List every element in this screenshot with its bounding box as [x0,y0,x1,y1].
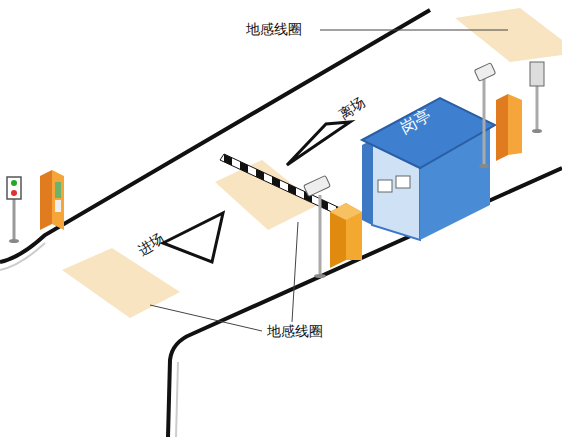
barrier-arm [220,154,340,214]
annotation-label: 进场 [135,230,168,259]
annotation-label: 离场 [336,94,369,123]
entry-arrow [163,213,223,262]
exit-arrow [287,122,350,165]
road-edge [0,10,430,262]
annotation-label: 地感线圈 [244,21,304,38]
booth-roof [362,98,495,168]
ground-loop [455,8,562,62]
annotation-label: 地感线圈 [265,323,325,340]
